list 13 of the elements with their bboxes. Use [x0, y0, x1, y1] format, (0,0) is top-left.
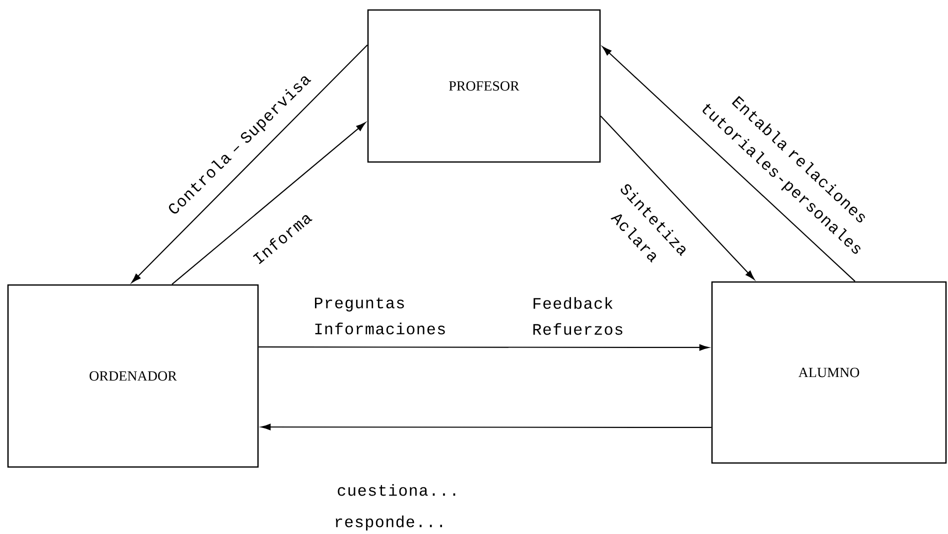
arrow	[131, 44, 368, 283]
arrow	[602, 46, 856, 282]
box: ALUMNO	[711, 281, 947, 464]
arrow	[258, 344, 710, 351]
box: PROFESOR	[367, 9, 601, 163]
box: ORDENADOR	[7, 284, 259, 468]
arrow	[172, 122, 366, 285]
note-text: Feedback Refuerzos	[533, 297, 622, 335]
note-text: cuestiona...	[338, 484, 456, 496]
note-text: responde...	[336, 516, 442, 530]
arrow	[261, 424, 712, 430]
edge-label: Preguntas Informaciones	[314, 298, 445, 334]
arrow	[600, 116, 755, 280]
